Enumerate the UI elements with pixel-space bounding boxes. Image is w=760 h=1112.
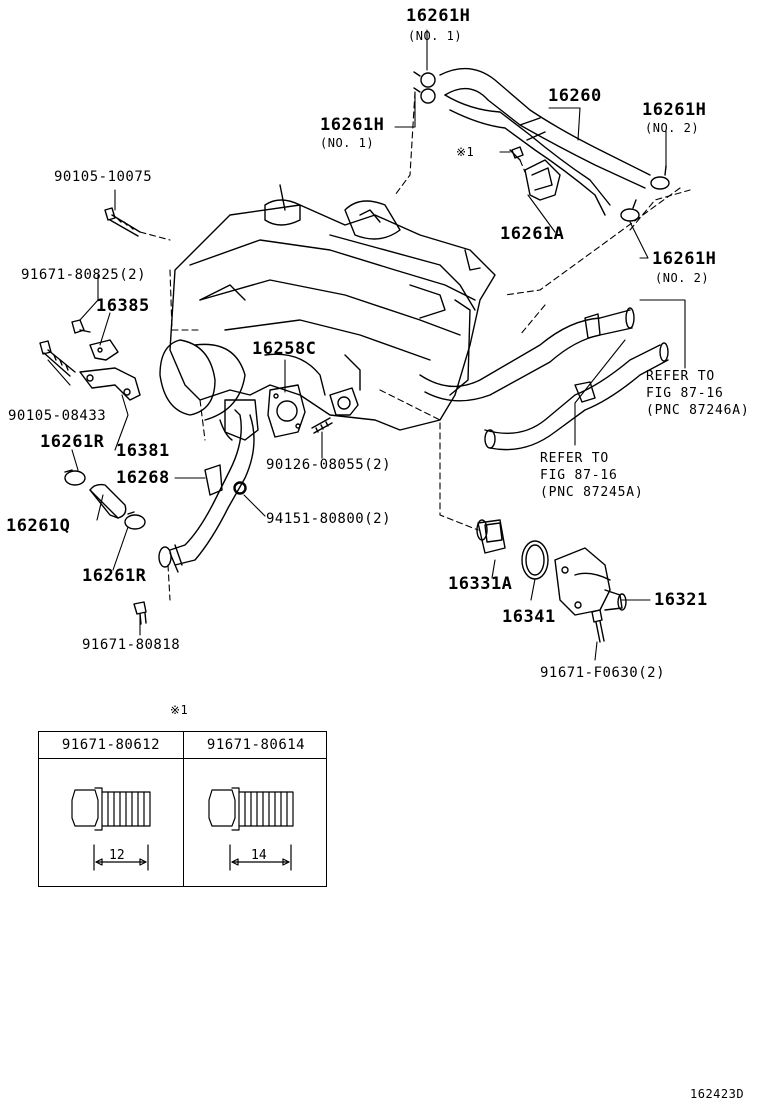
label-16261Q: 16261Q	[6, 516, 71, 536]
bolt-column: 91671-80612 12	[39, 732, 183, 886]
bolt-90105-10075	[104, 207, 141, 237]
label-91671-F0630: 91671-F0630(2)	[540, 665, 666, 681]
label-16261H-no1-top-note: (NO. 1)	[408, 29, 463, 43]
label-16385: 16385	[96, 296, 150, 316]
ref-note-87245A: REFER TO FIG 87-16 (PNC 87245A)	[540, 450, 644, 501]
label-16268: 16268	[116, 468, 170, 488]
label-16341: 16341	[502, 607, 556, 627]
ref-note-line: FIG 87-16	[540, 468, 618, 483]
bolt-91671-F0630	[591, 609, 605, 643]
label-16258C: 16258C	[252, 339, 317, 359]
bolt-column: 91671-80614 14	[183, 732, 328, 886]
label-16381: 16381	[116, 441, 170, 461]
label-90105-08433: 90105-08433	[8, 408, 107, 424]
label-star-note: ※1	[456, 145, 475, 159]
label-94151-80800: 94151-80800(2)	[266, 511, 392, 527]
bolt-part-number: 91671-80612	[61, 737, 161, 753]
bolt-table-icons	[71, 787, 294, 871]
label-16261H-no2-right: 16261H	[642, 100, 707, 120]
dashed-lines	[139, 91, 691, 601]
nut-94151-80800	[233, 481, 247, 495]
bolt-length-table: 91671-80612 12 91671-80614 14	[38, 731, 327, 887]
label-16260: 16260	[548, 86, 602, 106]
label-91671-80825: 91671-80825(2)	[21, 267, 147, 283]
ref-note-line: FIG 87-16	[646, 386, 724, 401]
label-16261R-upper: 16261R	[40, 432, 105, 452]
label-90105-10075: 90105-10075	[54, 169, 153, 185]
bolt-length: 14	[251, 848, 267, 863]
ref-note-line: REFER TO	[646, 369, 716, 384]
label-91671-80818: 91671-80818	[82, 637, 181, 653]
engine-block	[159, 184, 496, 431]
label-16261H-no1-left-note: (NO. 1)	[320, 136, 375, 150]
gasket-16341	[521, 540, 549, 580]
brackets-16385-16381	[39, 319, 141, 401]
thermostat-16331A	[476, 519, 506, 554]
ref-note-87246A: REFER TO FIG 87-16 (PNC 87246A)	[646, 368, 750, 419]
hose-bracket-16261A	[509, 146, 561, 201]
label-16321: 16321	[654, 590, 708, 610]
leader-lines	[47, 29, 686, 661]
label-16331A: 16331A	[448, 574, 513, 594]
label-16261H-no2-lower: 16261H	[652, 249, 717, 269]
stud-90126-08055	[311, 417, 333, 434]
label-16261H-no1-left: 16261H	[320, 115, 385, 135]
label-16261H-no2-right-note: (NO. 2)	[645, 121, 700, 135]
gasket-small	[329, 387, 359, 416]
bypass-hoses	[419, 307, 669, 451]
hose-clamps-16261H	[413, 71, 670, 222]
label-90126-08055: 90126-08055(2)	[266, 457, 392, 473]
table-header-divider	[39, 732, 326, 759]
ref-note-line: (PNC 87246A)	[646, 403, 750, 418]
label-16261A: 16261A	[500, 224, 565, 244]
ref-note-line: REFER TO	[540, 451, 610, 466]
bolt-part-number: 91671-80614	[206, 737, 306, 753]
water-pipe-16268	[158, 399, 259, 573]
water-inlet-16321	[554, 547, 627, 616]
clamps-16261R	[64, 469, 146, 530]
diagram-id: 162423D	[690, 1087, 745, 1101]
label-16261H-no1-top: 16261H	[406, 6, 471, 26]
heater-hose-16260	[439, 67, 651, 216]
gasket-16258C	[267, 384, 306, 438]
bolt-length: 12	[109, 848, 125, 863]
label-16261R-lower: 16261R	[82, 566, 147, 586]
hose-16261Q	[89, 483, 127, 519]
ref-note-line: (PNC 87245A)	[540, 485, 644, 500]
label-16261H-no2-lower-note: (NO. 2)	[655, 271, 710, 285]
table-mark: ※1	[170, 703, 189, 717]
